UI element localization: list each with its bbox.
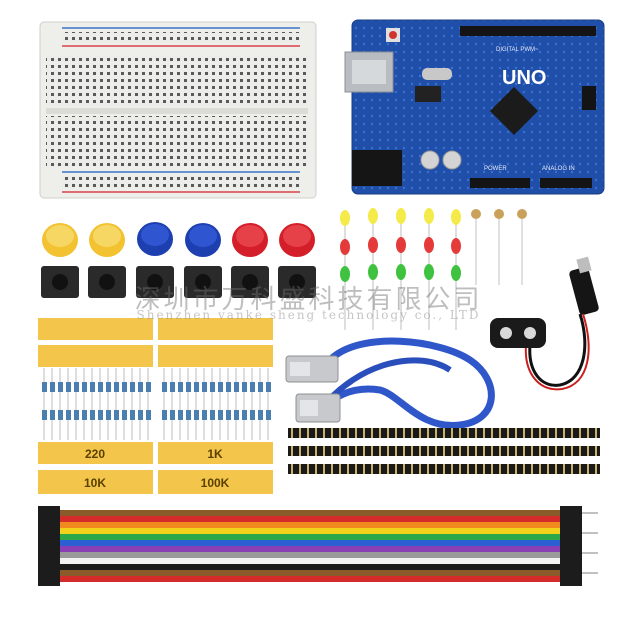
uno-board: DIGITAL PWM~ UNO POWER ANALOG IN: [344, 19, 605, 195]
usb-cable: [285, 337, 495, 429]
jumper-wires: [38, 506, 598, 586]
resistor-label-10k: 10K: [84, 476, 106, 490]
battery-clip-cable: [490, 256, 599, 391]
photoresistors: [471, 209, 527, 285]
board-analog-label: ANALOG IN: [542, 166, 575, 172]
board-header-label: DIGITAL PWM~: [496, 47, 539, 53]
pin-headers: [288, 428, 600, 474]
leds: [340, 208, 461, 330]
resistor-packs: 220 1K 10K 100K: [38, 318, 273, 494]
button-caps: [42, 222, 315, 257]
resistor-label-220: 220: [85, 447, 105, 461]
tactile-switches: [41, 266, 316, 298]
breadboard: [39, 21, 317, 199]
resistor-label-1k: 1K: [207, 447, 223, 461]
resistor-label-100k: 100K: [201, 476, 230, 490]
board-model-label: UNO: [502, 67, 546, 89]
board-power-label: POWER: [484, 166, 507, 172]
